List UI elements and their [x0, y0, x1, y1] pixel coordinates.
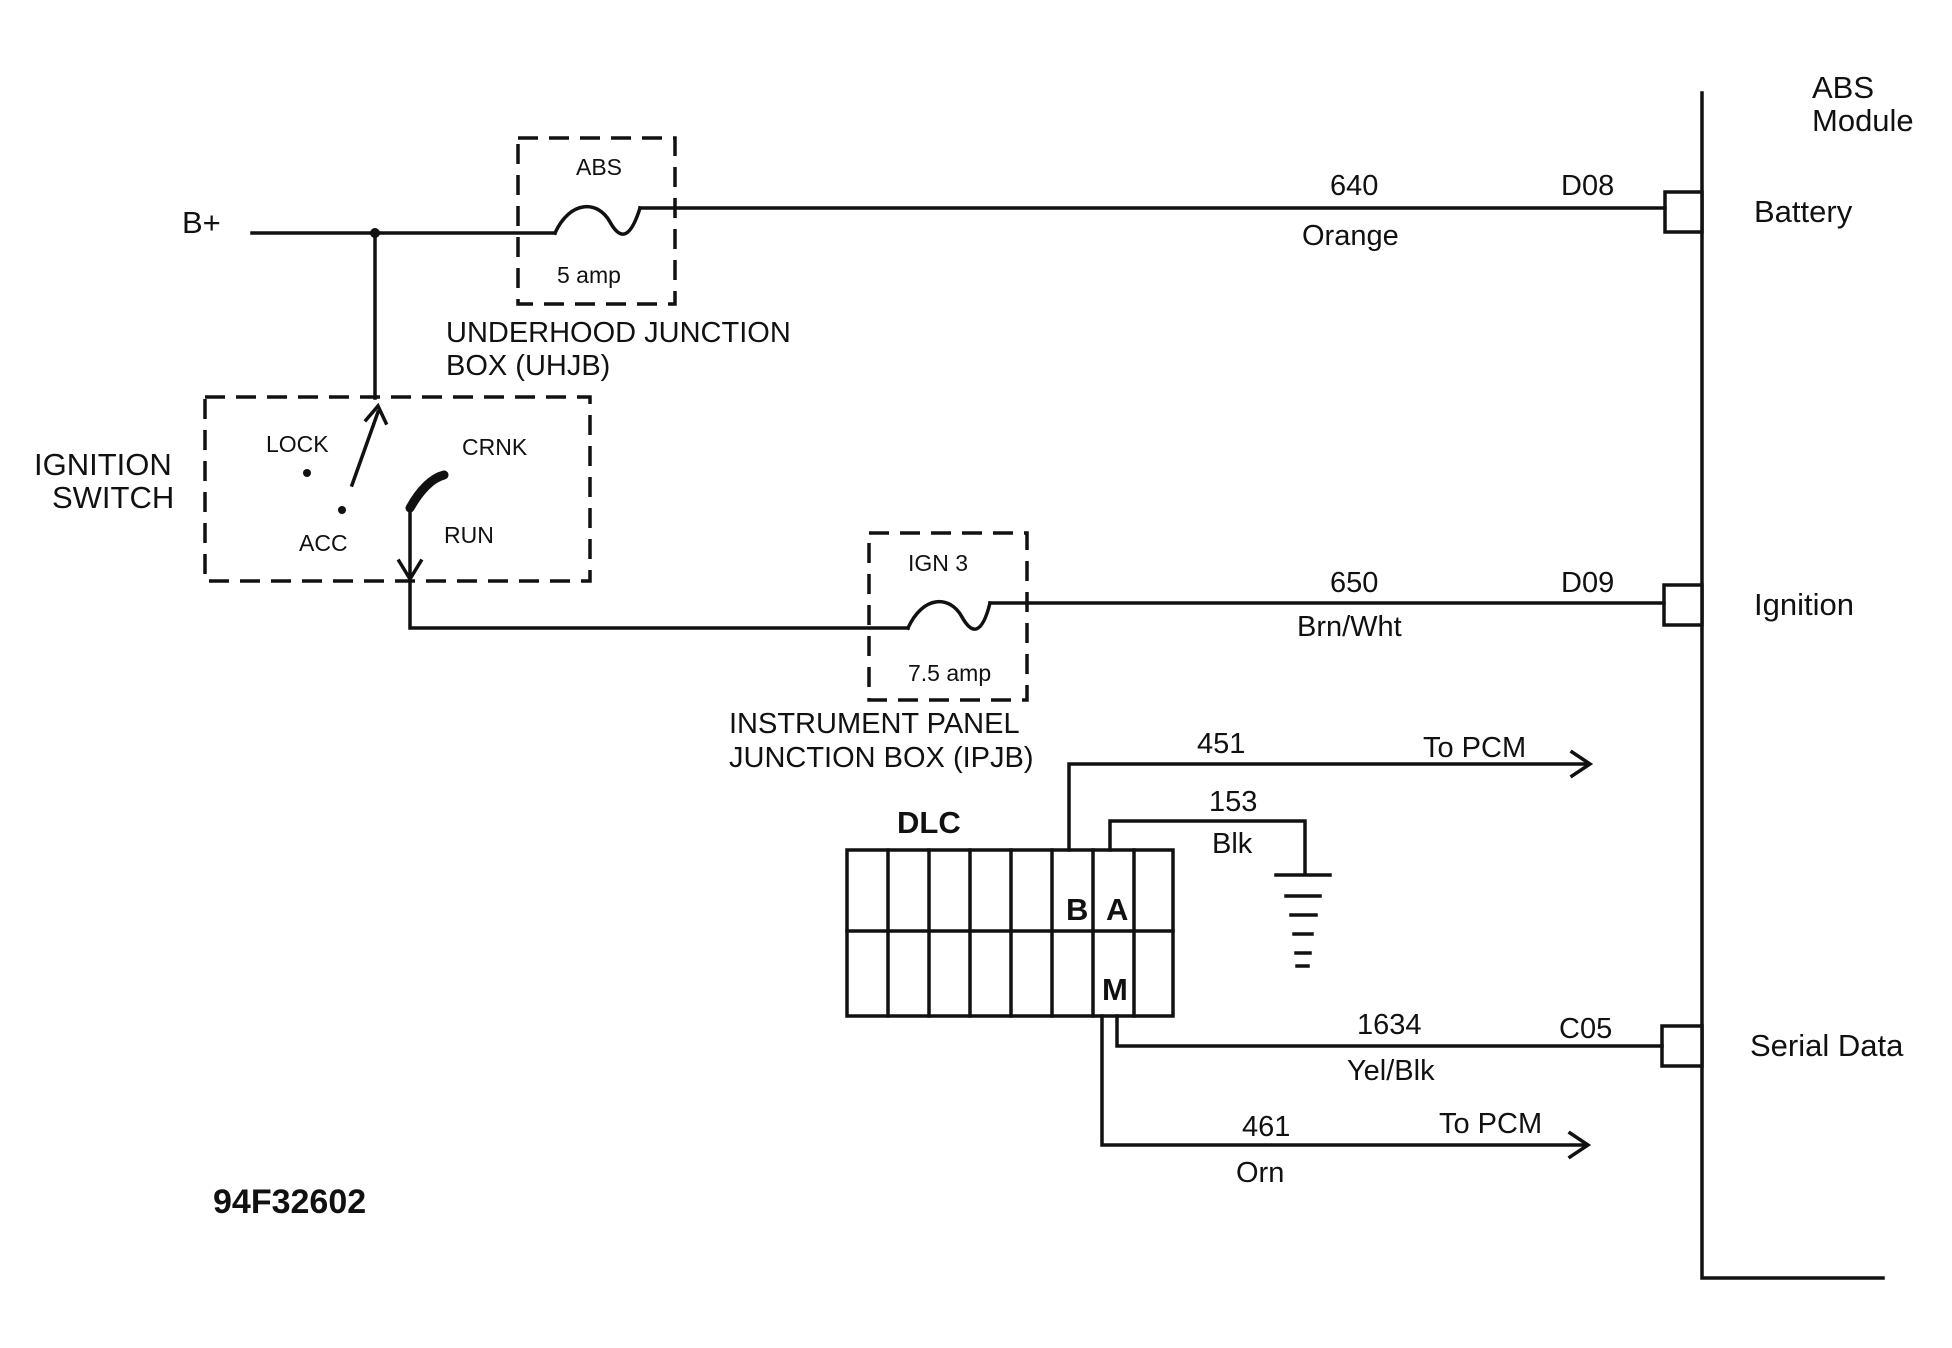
acc-contact	[338, 506, 346, 514]
switch-position-lock: LOCK	[266, 431, 329, 457]
ign3-fuse-name: IGN 3	[908, 550, 968, 576]
abs-fuse-name: ABS	[576, 154, 622, 180]
circuit-153-wire	[1108, 819, 1307, 875]
run-feed-wire	[408, 576, 910, 630]
abs-module: ABS Module	[1700, 70, 1914, 1280]
abs-fuse-icon	[552, 205, 643, 236]
circuit-461-number: 461	[1242, 1111, 1290, 1143]
ground-symbol-icon	[1274, 873, 1332, 968]
circuit-461-arrow-icon	[1567, 1130, 1592, 1160]
dlc-pin-b: B	[1066, 892, 1088, 927]
ignition-switch-box	[203, 395, 592, 583]
ign3-fuse-rating: 7.5 amp	[908, 660, 991, 686]
circuit-640-color: Orange	[1302, 220, 1399, 252]
uhjb-label-line2: BOX (UHJB)	[446, 350, 610, 382]
abs-module-title-line1: ABS	[1812, 70, 1874, 105]
pin-serial-data-label: Serial Data	[1750, 1028, 1904, 1063]
circuit-461-wire	[1100, 1014, 1587, 1147]
circuit-451-destination: To PCM	[1423, 732, 1526, 764]
battery-positive-label: B+	[182, 205, 221, 240]
ignition-switch-label-line2: SWITCH	[52, 480, 174, 515]
pin-ignition-label: Ignition	[1754, 587, 1854, 622]
dlc-connector	[845, 848, 1175, 1018]
ignition-switch-label-line1: IGNITION	[34, 447, 172, 482]
connector-d09	[1662, 583, 1704, 627]
connector-d09-label: D09	[1561, 567, 1614, 599]
circuit-461-destination: To PCM	[1439, 1108, 1542, 1140]
circuit-451-number: 451	[1197, 728, 1245, 760]
switch-arrow-up-icon	[363, 402, 389, 426]
connector-c05	[1660, 1024, 1704, 1068]
lock-contact	[303, 469, 311, 477]
circuit-451-arrow-icon	[1569, 749, 1594, 779]
dlc-label: DLC	[897, 805, 961, 840]
connector-d08	[1663, 190, 1704, 234]
dlc-pin-a: A	[1106, 892, 1128, 927]
circuit-461-color: Orn	[1236, 1157, 1284, 1189]
circuit-650-color: Brn/Wht	[1297, 611, 1402, 643]
abs-module-title-line2: Module	[1812, 103, 1914, 138]
circuit-153-number: 153	[1209, 786, 1257, 818]
abs-fuse-rating: 5 amp	[557, 262, 621, 288]
abs-module-bus	[1700, 91, 1885, 1280]
uhjb-label-line1: UNDERHOOD JUNCTION	[446, 317, 791, 349]
switch-blade	[349, 409, 381, 488]
circuit-153-color: Blk	[1212, 828, 1253, 860]
splice-dot	[370, 228, 380, 238]
connector-d08-label: D08	[1561, 170, 1614, 202]
uhjb-box	[516, 136, 677, 306]
connector-c05-label: C05	[1559, 1013, 1612, 1045]
switch-position-run: RUN	[444, 522, 494, 548]
switch-position-acc: ACC	[299, 530, 348, 556]
figure-id: 94F32602	[213, 1183, 366, 1221]
circuit-650-number: 650	[1330, 567, 1378, 599]
pin-battery-label: Battery	[1754, 194, 1853, 229]
switch-position-crnk: CRNK	[462, 434, 528, 460]
ipjb-label-line1: INSTRUMENT PANEL	[729, 708, 1020, 740]
ign3-fuse-icon	[905, 600, 993, 631]
circuit-451-wire	[1067, 762, 1589, 852]
circuit-1634-number: 1634	[1357, 1009, 1422, 1041]
ipjb-box	[867, 531, 1029, 702]
dlc-pin-m: M	[1102, 972, 1128, 1007]
circuit-640-number: 640	[1330, 170, 1378, 202]
ipjb-label-line2: JUNCTION BOX (IPJB)	[729, 742, 1034, 774]
circuit-1634-color: Yel/Blk	[1347, 1055, 1435, 1087]
circuit-1634-wire	[1115, 1014, 1664, 1048]
crank-contact	[405, 470, 449, 513]
